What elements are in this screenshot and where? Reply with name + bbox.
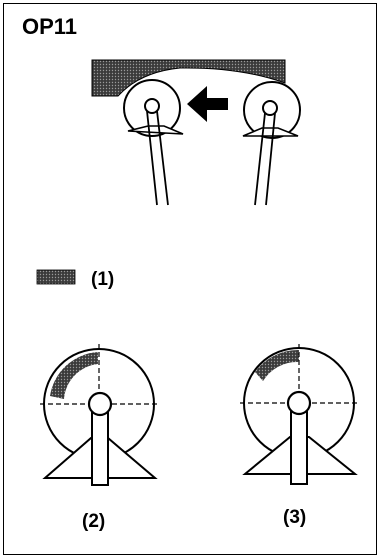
wheel-2 bbox=[40, 344, 160, 486]
caption-2: (2) bbox=[82, 511, 106, 532]
right-wheel bbox=[242, 81, 301, 206]
caption-3: (3) bbox=[283, 507, 307, 528]
legend-label: (1) bbox=[91, 269, 115, 290]
left-wheel bbox=[123, 79, 184, 206]
wheel-2-shaded-arc bbox=[50, 352, 98, 399]
wheel-3 bbox=[240, 344, 360, 485]
top-illustration bbox=[91, 59, 301, 206]
figure-frame bbox=[3, 3, 377, 555]
wheel-3-shaded-arc bbox=[255, 349, 299, 381]
figure-title: OP11 bbox=[22, 14, 78, 39]
legend-swatch bbox=[36, 269, 76, 285]
arrow-left-icon bbox=[187, 86, 228, 122]
shaded-band bbox=[91, 59, 286, 97]
